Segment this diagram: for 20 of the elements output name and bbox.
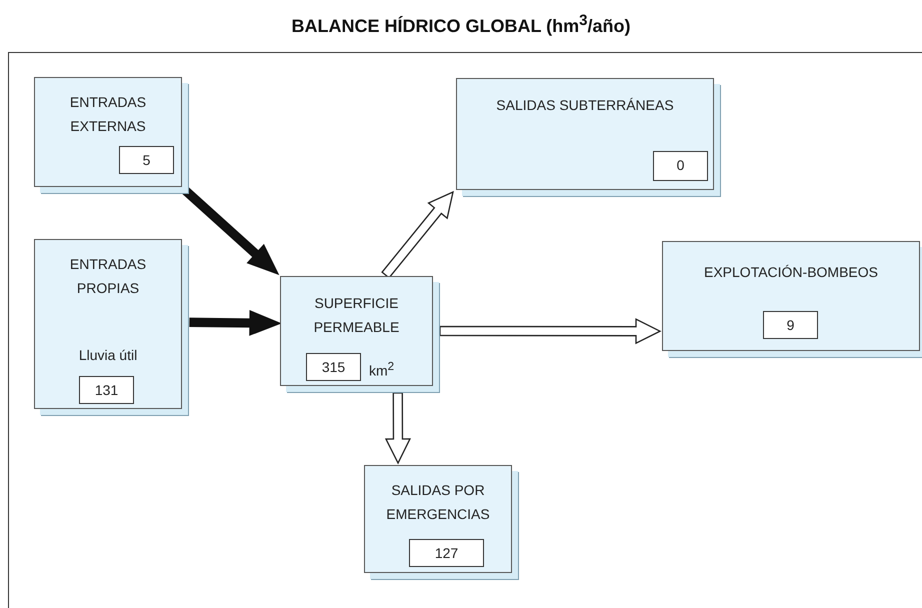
box-heading: SALIDAS POR EMERGENCIAS bbox=[385, 481, 491, 524]
arrow bbox=[384, 392, 411, 464]
arrow bbox=[381, 190, 454, 279]
box-heading: ENTRADAS EXTERNAS bbox=[68, 93, 148, 136]
value-box: 315 bbox=[306, 353, 361, 381]
arrow bbox=[189, 310, 282, 336]
arrow bbox=[439, 318, 662, 344]
box-note: Lluvia útil bbox=[78, 346, 138, 365]
value-box: 5 bbox=[119, 146, 174, 174]
arrow bbox=[182, 187, 280, 276]
box-heading: SALIDAS SUBTERRÁNEAS bbox=[495, 96, 675, 115]
box-note: km$^{2}$ bbox=[369, 359, 396, 381]
box-heading: SUPERFICIE PERMEABLE bbox=[312, 294, 400, 337]
value-box: 9 bbox=[763, 311, 818, 339]
diagram-title: BALANCE HÍDRICO GLOBAL (hm$^{3}$/año) bbox=[290, 12, 632, 37]
value-box: 0 bbox=[653, 151, 708, 181]
box-heading: ENTRADAS PROPIAS bbox=[68, 255, 148, 298]
value-box: 131 bbox=[79, 376, 134, 404]
value-box: 127 bbox=[409, 539, 484, 567]
box-heading: EXPLOTACIÓN-BOMBEOS bbox=[703, 263, 879, 282]
